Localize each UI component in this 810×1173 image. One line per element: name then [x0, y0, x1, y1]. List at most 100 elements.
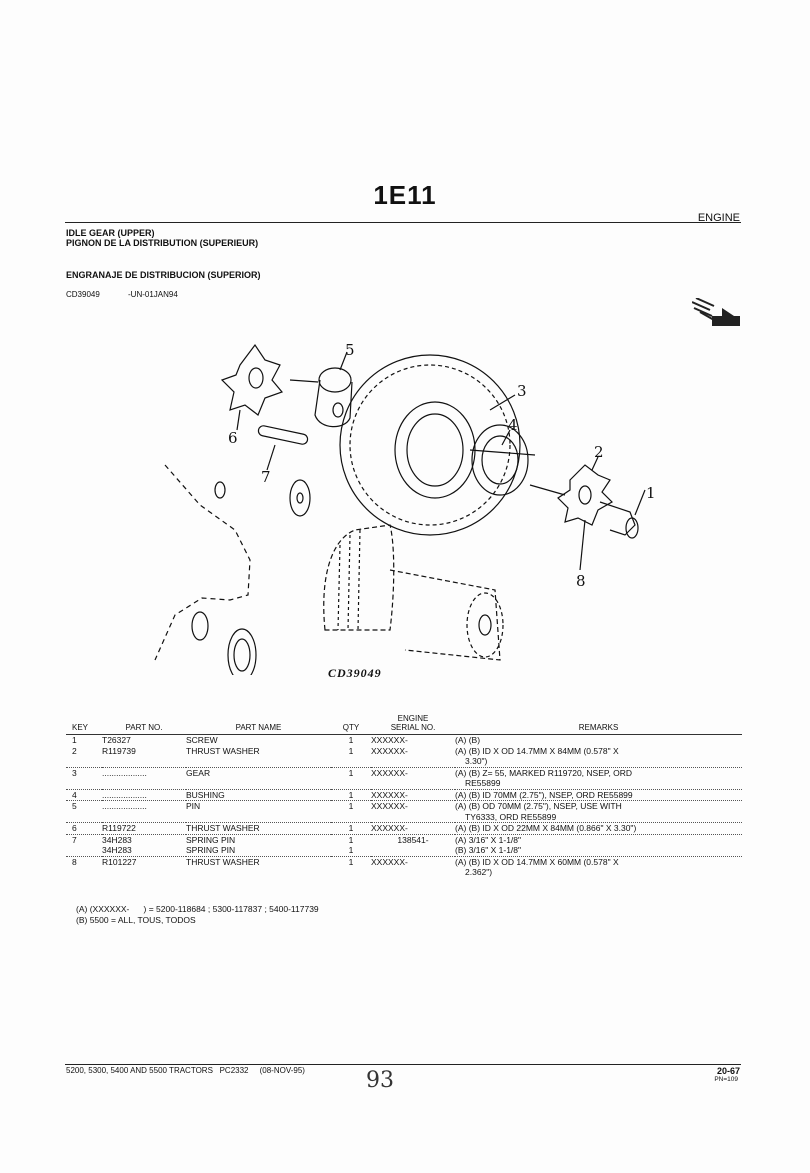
cell-qty: 1 [348, 735, 354, 745]
illustration-id: CD39049 [66, 290, 100, 299]
cell-remarks: 3.30") [455, 756, 742, 768]
header-part-name: PART NAME [186, 714, 331, 735]
illustration-date: -UN-01JAN94 [128, 290, 178, 299]
cell-part-name [186, 756, 331, 768]
cell-key: 3 [72, 767, 77, 778]
heading-spanish: ENGRANAJE DE DISTRIBUCION (SUPERIOR) [66, 270, 261, 280]
heading-english: IDLE GEAR (UPPER) [66, 228, 155, 238]
cell-remarks: (A) (B) ID X OD 14.7MM X 60MM (0.578" X [455, 856, 619, 867]
cell-part-name [186, 778, 331, 790]
cell-part-no: 34H283 [102, 834, 132, 845]
cell-part-name: SPRING PIN [186, 845, 331, 857]
cell-part-name: BUSHING [186, 789, 331, 801]
cell-key: 5 [72, 801, 77, 811]
cell-qty: 1 [331, 789, 371, 801]
table-row: TY6333, ORD RE55899 [66, 811, 742, 823]
header-remarks: REMARKS [455, 714, 742, 735]
section-label: ENGINE [697, 212, 740, 224]
footnote-b: (B) 5500 = ALL, TOUS, TODOS [76, 915, 196, 925]
header-rule [65, 222, 741, 223]
page-direction-arrow-icon [692, 298, 740, 326]
cell-qty: 1 [348, 856, 354, 867]
table-row: 8 R101227 THRUST WASHER 1 XXXXXX- (A) (B) ID … [66, 856, 742, 867]
cell-part-no: ................... [102, 789, 186, 801]
callout-5: 5 [345, 341, 355, 359]
cell-part-no: T26327 [102, 735, 131, 745]
cell-qty: 1 [348, 801, 354, 811]
cell-serial: XXXXXX- [371, 801, 408, 811]
cell-qty: 1 [348, 745, 354, 756]
callout-3: 3 [517, 382, 527, 400]
cell-key: 6 [66, 822, 102, 835]
cell-key: 7 [72, 834, 77, 845]
cell-qty [331, 867, 371, 878]
cell-key: 8 [72, 856, 77, 867]
cell-serial [371, 778, 455, 790]
cell-qty [331, 811, 371, 823]
cell-part-no [102, 778, 186, 790]
cell-part-no [102, 867, 186, 878]
cell-serial [371, 845, 455, 857]
cell-part-no: R119722 [102, 822, 186, 835]
cell-remarks: (A) (B) ID X OD 14.7MM X 84MM (0.578" X [455, 745, 619, 756]
callout-4: 4 [508, 416, 518, 434]
cell-part-name: SPRING PIN [186, 834, 236, 845]
cell-part-name [186, 867, 331, 878]
heading-french: PIGNON DE LA DISTRIBUTION (SUPERIEUR) [66, 238, 259, 248]
footer-pn: PN=109 [714, 1076, 738, 1083]
cell-part-name: THRUST WASHER [186, 856, 260, 867]
table-row: RE55899 [66, 778, 742, 790]
footer-page-number: 20-67 [716, 1066, 740, 1076]
cell-serial: XXXXXX- [371, 735, 408, 745]
cell-qty [331, 756, 371, 768]
cell-key: 4 [66, 789, 102, 801]
cell-part-no: 34H283 [102, 845, 186, 857]
header-key: KEY [66, 714, 102, 735]
cell-part-name: THRUST WASHER [186, 745, 260, 756]
cell-part-name [186, 811, 331, 823]
cell-key [66, 845, 102, 857]
cell-part-no [102, 756, 186, 768]
cell-part-no: ................... [102, 767, 147, 778]
callout-8: 8 [576, 572, 586, 590]
cell-key [66, 867, 102, 878]
cell-part-no [102, 811, 186, 823]
cell-part-name: SCREW [186, 735, 218, 745]
cell-qty: 1 [348, 834, 354, 845]
cell-key: 2 [72, 745, 77, 756]
cell-remarks: (A) (B) ID X OD 22MM X 84MM (0.866" X 3.… [455, 822, 742, 835]
cell-part-no: ................... [102, 801, 147, 811]
handwritten-page-number: 93 [366, 1068, 394, 1093]
cell-part-name: THRUST WASHER [186, 822, 331, 835]
cell-key: 1 [72, 735, 77, 745]
cell-serial: XXXXXX- [371, 856, 408, 867]
figure-caption: CD39049 [328, 666, 382, 680]
cell-serial: XXXXXX- [371, 822, 455, 835]
footnote-a: (A) (XXXXXX- ) = 5200-118684 ; 5300-1178… [76, 904, 319, 914]
table-row: 3.30") [66, 756, 742, 768]
header-engine-serial: ENGINE SERIAL NO. [371, 714, 455, 735]
footnotes: (A) (XXXXXX- ) = 5200-118684 ; 5300-1178… [76, 904, 319, 926]
cell-key [66, 756, 102, 768]
page-code-title: 1E11 [373, 180, 437, 210]
table-row: 2.362") [66, 867, 742, 878]
cell-part-no: R101227 [102, 856, 137, 867]
callout-2: 2 [594, 443, 604, 461]
cell-serial [371, 811, 455, 823]
cell-remarks: (A) 3/16" X 1-1/8" [455, 834, 522, 845]
cell-remarks: 2.362") [465, 867, 493, 877]
footer-rule [65, 1064, 741, 1065]
cell-remarks: (A) (B) ID 70MM (2.75"), NSEP, ORD RE558… [455, 789, 742, 801]
cell-key [66, 778, 102, 790]
cell-remarks: TY6333, ORD RE55899 [455, 811, 742, 823]
cell-part-name: GEAR [186, 767, 211, 778]
cell-remarks: RE55899 [455, 778, 742, 790]
cell-serial: XXXXXX- [371, 789, 455, 801]
